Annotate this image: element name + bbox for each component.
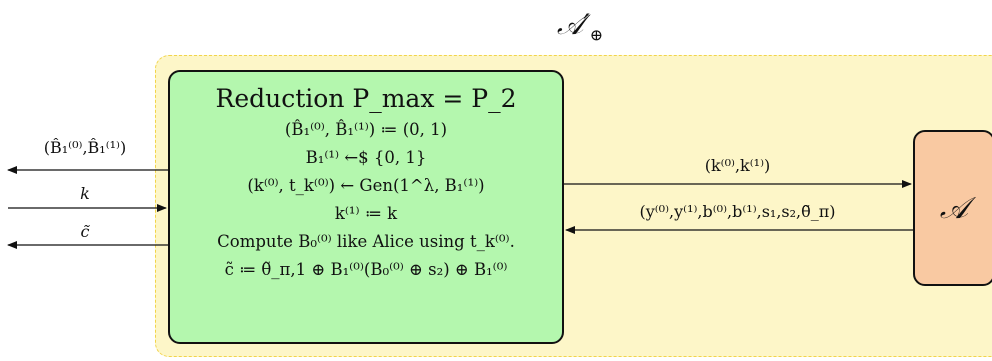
- reduction-title: Reduction P_max = P_2: [215, 84, 517, 113]
- outer-box-label: 𝒜′⊕: [556, 8, 604, 45]
- label-to-adversary: (k⁽⁰⁾,k⁽¹⁾): [704, 156, 771, 175]
- reduction-box: [168, 70, 564, 344]
- reduction-line-1: (B̂₁⁽⁰⁾, B̂₁⁽¹⁾) ≔ (0, 1): [284, 120, 448, 139]
- reduction-line-5: Compute B₀⁽⁰⁾ like Alice using t_k⁽⁰⁾.: [217, 232, 515, 251]
- label-from-adversary: (y⁽⁰⁾,y⁽¹⁾,b⁽⁰⁾,b⁽¹⁾,s₁,s₂,θ̃_π): [639, 202, 836, 221]
- reduction-line-2: B₁⁽¹⁾ ←$ {0, 1}: [305, 148, 427, 167]
- adversary-label: 𝒜: [939, 190, 969, 226]
- reduction-line-4: k⁽¹⁾ ≔ k: [334, 204, 398, 223]
- reduction-line-6: c̃ ≔ θ̃_π,1 ⊕ B₁⁽⁰⁾(B₀⁽⁰⁾ ⊕ s₂) ⊕ B₁⁽⁰⁾: [224, 260, 508, 279]
- label-left-out-1: (B̂₁⁽⁰⁾,B̂₁⁽¹⁾): [43, 138, 127, 157]
- reduction-line-3: (k⁽⁰⁾, t_k⁽⁰⁾) ← Gen(1^λ, B₁⁽¹⁾): [247, 176, 485, 195]
- adversary-box: 𝒜: [913, 130, 992, 286]
- label-left-in-k: k: [80, 184, 90, 203]
- label-left-out-c: c̃: [80, 222, 90, 241]
- reduction-content: Reduction P_max = P_2 (B̂₁⁽⁰⁾, B̂₁⁽¹⁾) ≔…: [168, 82, 564, 284]
